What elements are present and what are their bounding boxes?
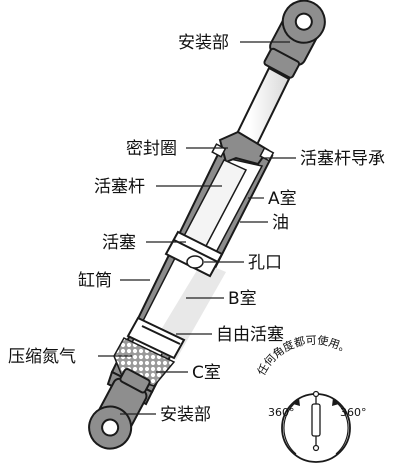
piston — [164, 230, 224, 278]
piston-orifice — [186, 255, 204, 269]
label-mount-bottom: 安装部 — [160, 405, 211, 425]
label-chamber-a: A室 — [268, 189, 297, 209]
label-chamber-c: C室 — [192, 363, 221, 383]
label-seal-ring: 密封圈 — [126, 139, 177, 159]
label-chamber-b: B室 — [228, 289, 257, 309]
angle-inset: 任何角度都可使用。 360° 360° — [255, 334, 367, 463]
label-nitrogen: 压缩氮气 — [8, 347, 76, 367]
label-piston: 活塞 — [102, 233, 136, 253]
angle-right-label: 360° — [340, 406, 367, 419]
free-piston — [126, 316, 186, 360]
label-free-piston: 自由活塞 — [216, 325, 284, 345]
label-piston-rod: 活塞杆 — [94, 177, 145, 197]
mini-gas-spring-icon — [311, 390, 321, 452]
angle-left-label: 360° — [268, 406, 295, 419]
label-oil: 油 — [272, 213, 289, 233]
label-rod-guide: 活塞杆导承 — [300, 149, 385, 169]
bottom-mount-eye — [88, 368, 151, 450]
bottom-mount-hole — [101, 418, 120, 437]
top-mount-hole — [294, 12, 313, 31]
top-mount-eye — [263, 0, 326, 79]
label-mount-top: 安装部 — [178, 33, 229, 53]
label-orifice: 孔口 — [248, 253, 282, 273]
label-cylinder: 缸筒 — [78, 270, 112, 291]
